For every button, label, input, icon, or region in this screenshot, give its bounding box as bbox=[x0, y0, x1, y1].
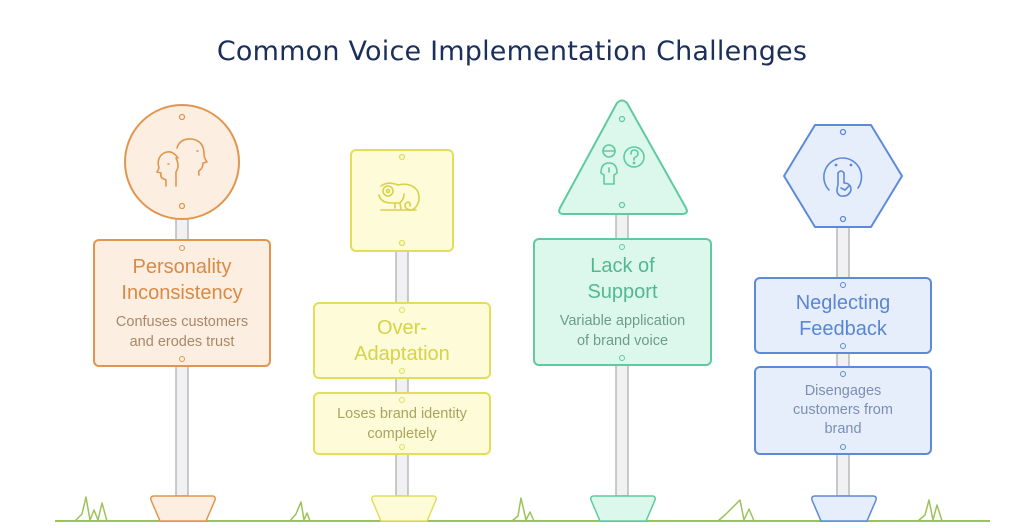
sign-lack-of-support-panel: Lack of Support Variable application of … bbox=[533, 238, 712, 366]
sign-description-line: Loses brand identity bbox=[337, 405, 467, 422]
rivet-icon bbox=[398, 307, 405, 313]
sign-heading-line: Personality bbox=[132, 256, 232, 278]
rivet-icon bbox=[178, 356, 185, 362]
sign-description: Loses brand identity completely bbox=[337, 404, 467, 444]
sign-4-pole bbox=[836, 225, 850, 497]
sign-4-base bbox=[811, 495, 877, 522]
sign-neglecting-feedback-description-panel: Disengages customers from brand bbox=[754, 366, 932, 455]
grass-tuft bbox=[74, 496, 115, 522]
grass-tuft bbox=[917, 499, 955, 522]
rivet-icon bbox=[398, 397, 405, 403]
sign-description-line: Confuses customers bbox=[115, 314, 249, 330]
confused-person-icon bbox=[600, 144, 645, 185]
sign-heading-line: Over- bbox=[376, 316, 427, 339]
sign-description-line: completely bbox=[367, 425, 437, 442]
sign-description-line: Variable application bbox=[559, 313, 686, 329]
grass-tuft bbox=[511, 497, 545, 522]
sign-description-line: of brand voice bbox=[576, 333, 669, 349]
grass-tuft bbox=[289, 501, 320, 522]
rivet-icon bbox=[839, 343, 846, 349]
rivet-icon bbox=[398, 444, 405, 450]
sign-over-adaptation-description-panel: Loses brand identity completely bbox=[313, 392, 491, 455]
grass-tuft bbox=[717, 499, 765, 522]
rivet-icon bbox=[619, 244, 625, 250]
sign-description: Variable application of brand voice bbox=[560, 311, 685, 351]
two-heads-icon bbox=[156, 138, 208, 187]
sign-heading-line: Adaptation bbox=[354, 342, 450, 365]
sign-1-top-circle bbox=[124, 104, 240, 220]
sign-description-line: and erodes trust bbox=[129, 334, 235, 350]
sign-heading-line: Support bbox=[587, 281, 658, 303]
sign-4-top-hexagon bbox=[783, 124, 903, 228]
sign-description-line: brand bbox=[824, 421, 862, 437]
sign-description: Confuses customers and erodes trust bbox=[116, 312, 248, 352]
sign-personality-inconsistency-panel: Personality Inconsistency Confuses custo… bbox=[93, 239, 271, 367]
rivet-icon bbox=[619, 355, 625, 361]
sign-description-line: customers from bbox=[793, 402, 893, 418]
diagram-title: Common Voice Implementation Challenges bbox=[216, 36, 808, 67]
rivet-icon bbox=[178, 245, 185, 251]
sign-1-base bbox=[150, 495, 216, 522]
sign-heading: Neglecting Feedback bbox=[796, 290, 891, 342]
chameleon-icon bbox=[378, 182, 420, 211]
sign-description-line: Disengages bbox=[804, 383, 882, 399]
rivet-icon bbox=[398, 368, 405, 374]
shush-face-icon bbox=[823, 157, 863, 197]
sign-heading: Over- Adaptation bbox=[354, 315, 450, 367]
sign-3-base bbox=[590, 495, 656, 522]
sign-heading-line: Inconsistency bbox=[121, 282, 243, 304]
sign-heading: Personality Inconsistency bbox=[121, 254, 242, 306]
rivet-icon bbox=[839, 371, 846, 377]
sign-neglecting-feedback-panel: Neglecting Feedback bbox=[754, 277, 932, 354]
sign-over-adaptation-panel: Over- Adaptation bbox=[313, 302, 491, 379]
sign-heading-line: Lack of bbox=[590, 255, 655, 277]
rivet-icon bbox=[839, 282, 846, 288]
grass-tufts bbox=[74, 496, 955, 522]
sign-heading-line: Neglecting bbox=[795, 291, 891, 314]
sign-description: Disengages customers from brand bbox=[793, 382, 893, 439]
sign-3-top-triangle bbox=[558, 99, 688, 215]
sign-2-base bbox=[371, 495, 437, 522]
sign-heading: Lack of Support bbox=[587, 253, 657, 305]
sign-heading-line: Feedback bbox=[799, 317, 887, 340]
rivet-icon bbox=[839, 444, 846, 450]
